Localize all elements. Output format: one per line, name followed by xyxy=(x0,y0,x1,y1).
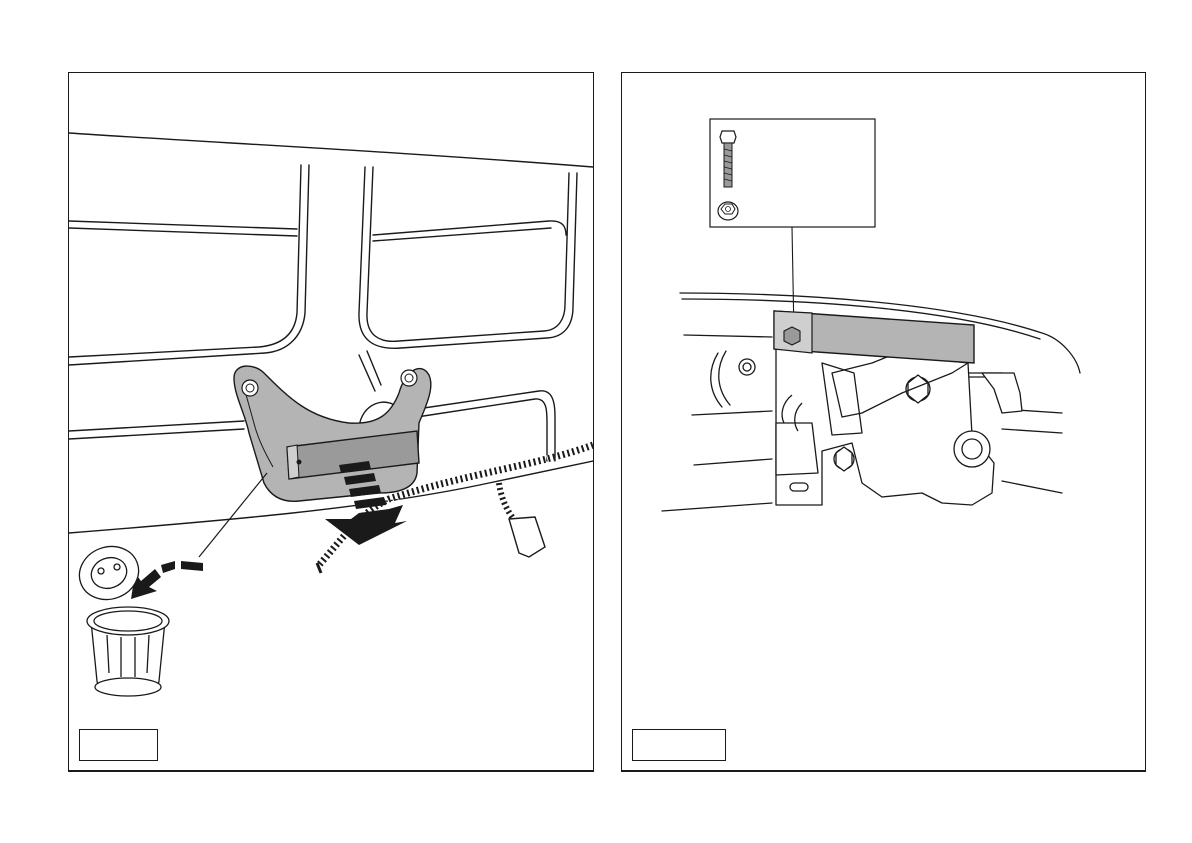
install-bracket-illustration xyxy=(622,73,1145,770)
hardware-callout xyxy=(710,119,875,227)
body-upper-edge xyxy=(69,133,593,167)
remove-bracket-illustration xyxy=(69,73,593,770)
bracket-bolt-right xyxy=(401,370,417,386)
step-label-box xyxy=(632,729,726,761)
body-panel-left xyxy=(69,165,301,357)
wire-connector xyxy=(509,517,545,557)
figure-install-bracket xyxy=(621,72,1146,772)
discard-arrow xyxy=(131,561,203,599)
step-label-box xyxy=(79,729,158,761)
flange-nut-icon xyxy=(718,202,738,220)
body-panel-right xyxy=(367,167,569,341)
figure-remove-bracket xyxy=(68,72,594,772)
mounting-bolt-head xyxy=(784,327,800,345)
trash-can-icon xyxy=(87,607,169,696)
hitch-bracket xyxy=(234,366,431,501)
bracket-bolt-left xyxy=(242,380,258,396)
